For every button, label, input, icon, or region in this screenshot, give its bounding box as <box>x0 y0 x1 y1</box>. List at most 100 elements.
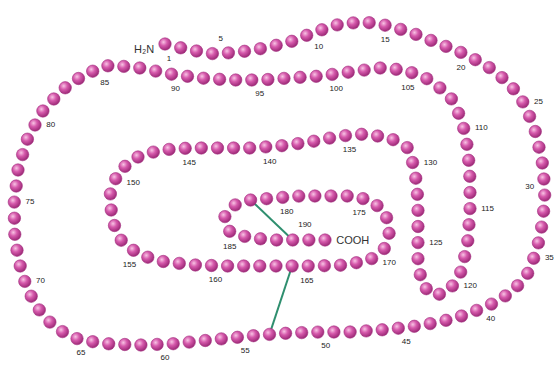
residue-bead <box>445 93 457 105</box>
residue-bead <box>379 19 391 31</box>
residue-bead <box>374 62 386 74</box>
residue-bead <box>319 234 331 246</box>
residue-bead <box>262 73 274 85</box>
residue-number: 125 <box>429 239 442 247</box>
residue-bead <box>8 196 20 208</box>
residue-bead <box>455 46 467 58</box>
residue-bead <box>401 141 413 153</box>
residue-bead <box>9 228 21 240</box>
residue-bead <box>260 141 272 153</box>
residue-number: 135 <box>343 146 356 154</box>
residue-bead <box>455 310 467 322</box>
residue-bead <box>231 331 243 343</box>
residue-bead <box>230 74 242 86</box>
residue-bead <box>538 173 550 185</box>
residue-bead <box>286 35 298 47</box>
residue-bead <box>247 330 259 342</box>
residue-number: 1 <box>167 55 171 63</box>
residue-bead <box>464 202 476 214</box>
residue-bead <box>383 227 395 239</box>
residue-bead <box>238 260 250 272</box>
residue-bead <box>159 38 171 50</box>
residue-bead <box>507 83 519 95</box>
residue-bead <box>533 141 545 153</box>
residue-number: 170 <box>383 259 396 267</box>
residue-bead <box>536 157 548 169</box>
residue-bead <box>463 219 475 231</box>
residue-bead <box>48 93 60 105</box>
residue-number: 100 <box>330 85 343 93</box>
residue-bead <box>244 194 256 206</box>
residue-bead <box>110 173 122 185</box>
residue-number: 145 <box>183 159 196 167</box>
residue-bead <box>532 237 544 249</box>
residue-bead <box>238 45 250 57</box>
residue-bead <box>341 190 353 202</box>
residue-number: 30 <box>525 183 534 191</box>
residue-bead <box>412 236 424 248</box>
residue-bead <box>483 61 495 73</box>
residue-bead <box>278 72 290 84</box>
residue-beads <box>8 17 551 352</box>
residue-bead <box>312 326 324 338</box>
residue-bead <box>301 29 313 41</box>
residue-bead <box>318 260 330 272</box>
residue-bead <box>412 204 424 216</box>
residue-bead <box>496 71 508 83</box>
residue-bead <box>254 260 266 272</box>
residue-bead <box>535 221 547 233</box>
residue-number: 165 <box>300 277 313 285</box>
residue-bead <box>8 212 20 224</box>
residue-bead <box>56 325 68 337</box>
residue-bead <box>183 336 195 348</box>
residue-bead <box>410 172 422 184</box>
residue-bead <box>326 68 338 80</box>
residue-bead <box>376 324 388 336</box>
residue-bead <box>14 260 26 272</box>
residue-bead <box>195 142 207 154</box>
residue-bead <box>71 332 83 344</box>
residue-bead <box>470 304 482 316</box>
residue-bead <box>147 146 159 158</box>
residue-bead <box>529 125 541 137</box>
residue-number: 95 <box>255 90 264 98</box>
residue-bead <box>260 193 272 205</box>
residue-bead <box>119 160 131 172</box>
residue-bead <box>227 142 239 154</box>
residue-bead <box>303 234 315 246</box>
residue-number: 65 <box>77 349 86 357</box>
residue-number: 90 <box>171 85 180 93</box>
residue-number: 160 <box>209 276 222 284</box>
residue-bead <box>151 338 163 350</box>
residue-bead <box>286 260 298 272</box>
residue-bead <box>104 188 116 200</box>
residue-bead <box>464 186 476 198</box>
residue-number: 70 <box>36 277 45 285</box>
residue-bead <box>424 317 436 329</box>
residue-bead <box>334 259 346 271</box>
residue-bead <box>342 66 354 78</box>
residue-bead <box>455 266 467 278</box>
residue-bead <box>102 60 114 72</box>
residue-number: 50 <box>321 342 330 350</box>
residue-bead <box>440 314 452 326</box>
residue-bead <box>222 47 234 59</box>
residue-bead <box>115 234 127 246</box>
residue-bead <box>446 280 458 292</box>
residue-number: 75 <box>26 198 35 206</box>
residue-number: 105 <box>401 84 414 92</box>
residue-bead <box>459 250 471 262</box>
residue-number: 80 <box>46 121 55 129</box>
residue-bead <box>190 45 202 57</box>
residue-bead <box>499 290 511 302</box>
residue-bead <box>412 253 424 265</box>
residue-bead <box>199 334 211 346</box>
residue-bead <box>408 320 420 332</box>
residue-bead <box>406 156 418 168</box>
residue-bead <box>392 322 404 334</box>
residue-bead <box>537 205 549 217</box>
residue-bead <box>366 252 378 264</box>
residue-bead <box>425 34 437 46</box>
residue-bead <box>310 70 322 82</box>
